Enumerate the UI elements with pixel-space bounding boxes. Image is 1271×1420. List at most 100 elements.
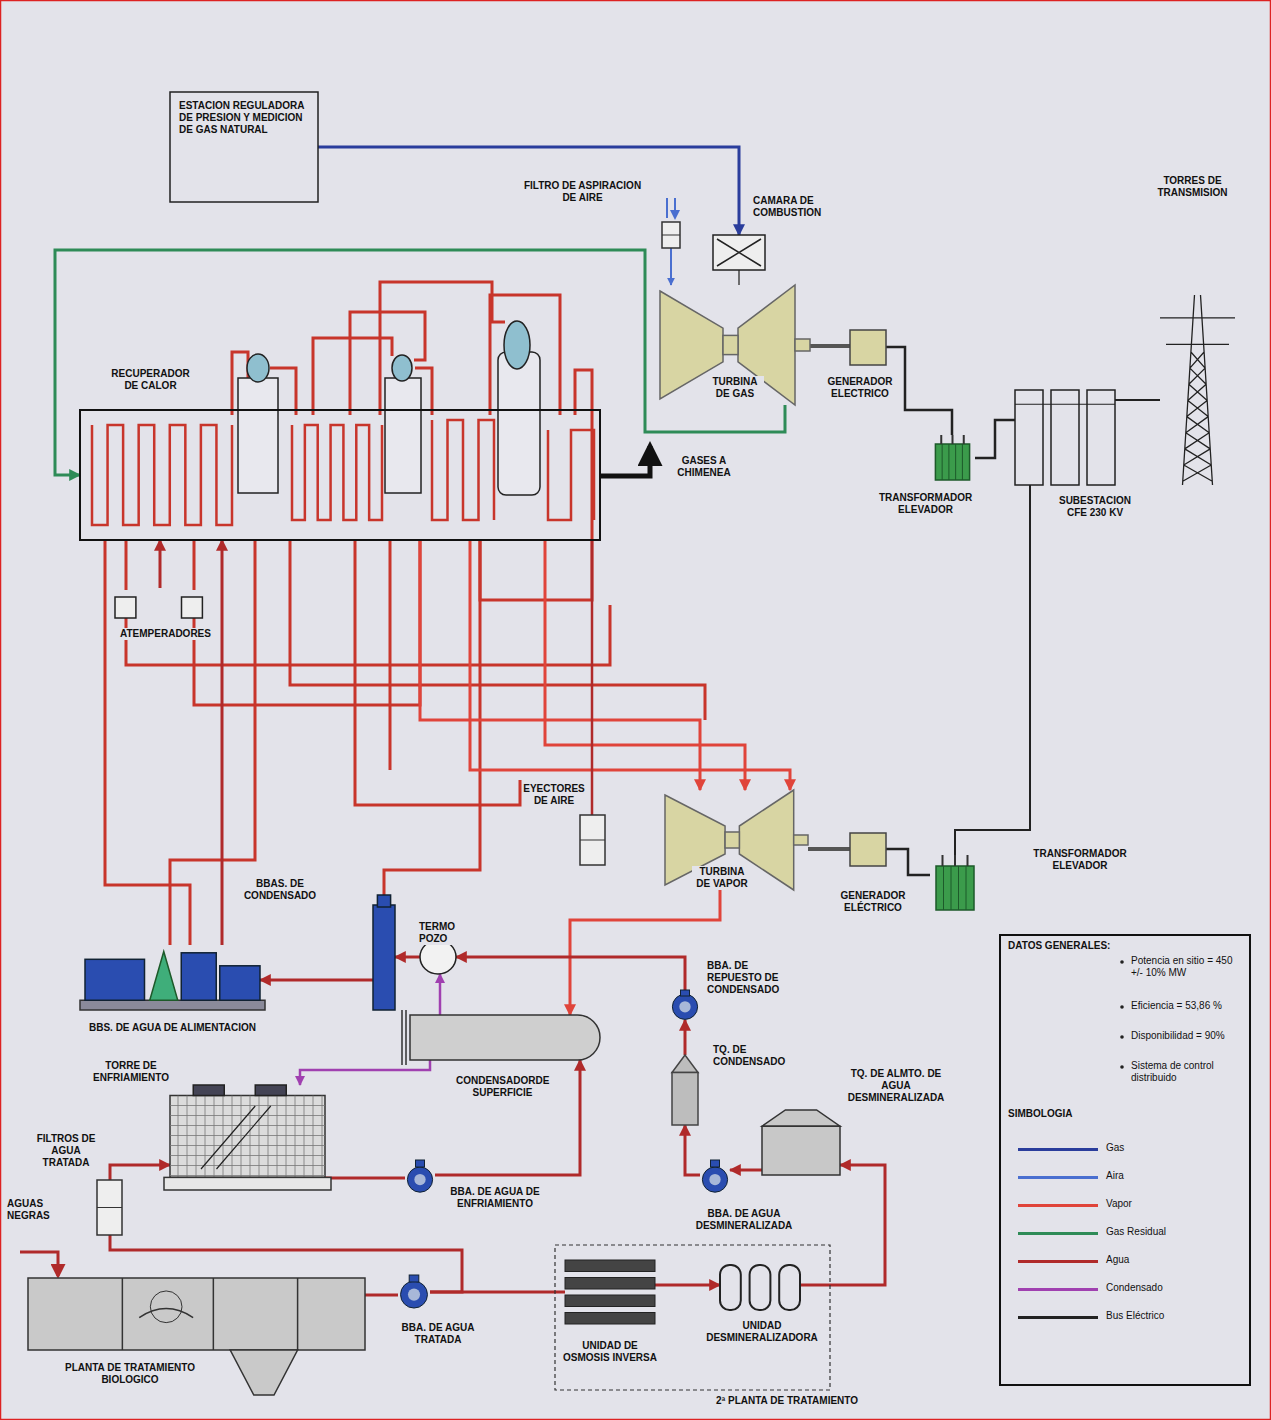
equipment-box: ESTACION REGULADORA DE PRESION Y MEDICIO… xyxy=(170,92,318,202)
drum xyxy=(504,321,530,369)
shape-part xyxy=(713,235,765,270)
drum xyxy=(247,354,269,382)
equipment-label: TORRE DE ENFRIAMIENTO xyxy=(92,1060,170,1084)
equipment-outline xyxy=(720,1265,800,1310)
shape-part xyxy=(672,994,697,1019)
pipe xyxy=(105,540,190,945)
shape-part xyxy=(150,1291,182,1323)
equipment-turbine: TURBINA DE GAS xyxy=(660,285,810,405)
legend-entry: Condensado xyxy=(1018,1282,1238,1296)
equipment-outline xyxy=(80,410,600,540)
coil xyxy=(292,425,382,520)
pipe-connector xyxy=(591,540,594,815)
equipment-pump: BBA. DE AGUA TRATADA xyxy=(398,1275,430,1310)
equipment-label: TURBINA DE VAPOR xyxy=(692,866,752,890)
shape-part xyxy=(409,1275,419,1282)
shape-part xyxy=(762,1110,840,1126)
shape-part xyxy=(565,1278,655,1290)
shape-part xyxy=(580,815,605,865)
shape-part xyxy=(1015,404,1115,405)
shape-part xyxy=(408,1289,420,1301)
shape-part xyxy=(779,1265,800,1310)
equipment-pump: BBA. DE REPUESTO DE CONDENSADO xyxy=(670,990,700,1020)
legend-text: Gas xyxy=(1106,1142,1124,1154)
equipment-label: BBAS. DE CONDENSADO xyxy=(240,878,320,902)
equipment-tower: TORRES DE TRANSMISION xyxy=(1160,295,1235,485)
equipment-hrsg: RECUPERADOR DE CALOR xyxy=(80,410,600,540)
equipment-label: TQ. DE ALMTO. DE AGUA DESMINERALIZADA xyxy=(835,1068,957,1104)
pipe-connector xyxy=(738,270,740,285)
shape-part xyxy=(407,1167,432,1192)
equipment-xbox: CAMARA DE COMBUSTION xyxy=(713,235,765,270)
shape-part xyxy=(401,1281,428,1308)
shape-part xyxy=(85,959,145,1000)
shape-part xyxy=(717,239,761,266)
shape-part xyxy=(762,1126,840,1175)
shape-part xyxy=(402,1010,406,1065)
equipment-label: TQ. DE CONDENSADO xyxy=(712,1044,822,1068)
bullet xyxy=(1120,1065,1124,1069)
equipment-label: UNIDAD DESMINERALIZADORA xyxy=(702,1320,822,1344)
shape-part xyxy=(164,1177,331,1190)
equipment-label: BBA. DE REPUESTO DE CONDENSADO xyxy=(706,960,806,996)
shape-part xyxy=(794,835,808,845)
equipment-label: 2ª PLANTA DE TRATAMIENTO xyxy=(712,1395,862,1407)
pipe-connector xyxy=(300,1060,430,1085)
equipment-ro: UNIDAD DE OSMOSIS INVERSA xyxy=(565,1258,655,1328)
equipment-label: Disponibilidad = 90% xyxy=(1130,1030,1242,1042)
shape-part xyxy=(170,1096,325,1178)
pipe-connector xyxy=(55,250,785,475)
equipment-ctower: TORRE DE ENFRIAMIENTO xyxy=(170,1085,325,1190)
shape-part xyxy=(943,855,968,866)
equipment-demin: UNIDAD DESMINERALIZADORA xyxy=(720,1265,800,1310)
equipment-label: CONDENSADORDE SUPERFICIE xyxy=(455,1075,550,1099)
pipe-connector xyxy=(808,847,850,851)
pipe-connector xyxy=(684,1020,687,1055)
shape-part xyxy=(962,444,963,480)
equipment-filter: FILTRO DE ASPIRACION DE AIRE xyxy=(662,222,680,248)
shape-part xyxy=(377,895,390,907)
shape-part xyxy=(948,444,949,480)
shape-part xyxy=(193,1085,224,1096)
equipment-outline xyxy=(700,1160,730,1195)
shape-part xyxy=(662,222,680,248)
shape-part xyxy=(672,1073,698,1126)
pipe-connector xyxy=(730,1169,762,1172)
legend-swatch xyxy=(1018,1260,1098,1263)
equipment-outline xyxy=(762,1110,840,1175)
shape-part xyxy=(711,1160,720,1167)
equipment-feedpump: BBS. DE AGUA DE ALIMENTACION xyxy=(85,945,260,1010)
equipment-circle: TERMO POZO xyxy=(420,940,456,974)
equipment-label: BBA. DE AGUA DE ENFRIAMIENTO xyxy=(440,1186,550,1210)
legend-swatch xyxy=(1018,1316,1098,1319)
chimney-arrow xyxy=(600,446,650,476)
equipment-outline xyxy=(670,990,700,1020)
shape-part xyxy=(416,1160,425,1167)
equipment-label: UNIDAD DE OSMOSIS INVERSA xyxy=(558,1340,662,1364)
shape-part xyxy=(410,1015,600,1060)
pipe-connector xyxy=(260,979,373,982)
equipment-label: ATEMPERADORES xyxy=(118,628,213,640)
equipment-label: FILTRO DE ASPIRACION DE AIRE xyxy=(520,180,645,204)
equipment-column: BBAS. DE CONDENSADO xyxy=(373,895,395,1010)
equipment-outline xyxy=(850,833,886,866)
legend-entry: Aira xyxy=(1018,1170,1238,1184)
air-inlet xyxy=(667,198,675,218)
shape-part xyxy=(170,1096,325,1178)
legend-swatch xyxy=(1018,1176,1098,1179)
shape-part xyxy=(97,1180,122,1235)
legend-text: Vapor xyxy=(1106,1198,1132,1210)
shape-part xyxy=(420,940,456,974)
equipment-condenser: CONDENSADORDE SUPERFICIE xyxy=(410,1015,600,1060)
pipe-connector xyxy=(655,1284,720,1287)
equipment-label: RECUPERADOR DE CALOR xyxy=(108,368,193,392)
equipment-trafo: TRANSFORMADOR ELEVADOR xyxy=(930,435,975,480)
coil xyxy=(92,425,232,525)
shape-part xyxy=(565,1295,655,1307)
pipe-connector xyxy=(325,1177,405,1180)
legend-entry: Bus Eléctrico xyxy=(1018,1310,1238,1324)
shape-part xyxy=(672,1055,698,1073)
pipe xyxy=(384,540,480,895)
